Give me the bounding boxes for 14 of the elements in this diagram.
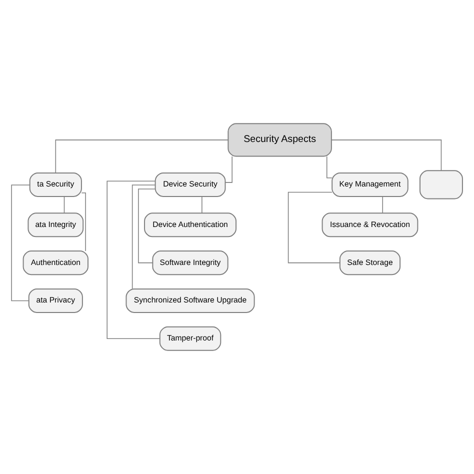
connector — [64, 196, 65, 214]
connector — [55, 140, 228, 174]
node-box — [420, 170, 463, 200]
connector — [331, 140, 442, 171]
connector — [138, 188, 156, 264]
connector — [11, 184, 30, 302]
connector — [288, 192, 340, 264]
connector — [326, 156, 332, 178]
connector — [106, 180, 160, 340]
connector — [224, 156, 232, 183]
connector — [81, 192, 86, 252]
connector — [132, 184, 156, 290]
node-box: Security Aspects — [228, 123, 332, 157]
connector — [382, 196, 384, 214]
